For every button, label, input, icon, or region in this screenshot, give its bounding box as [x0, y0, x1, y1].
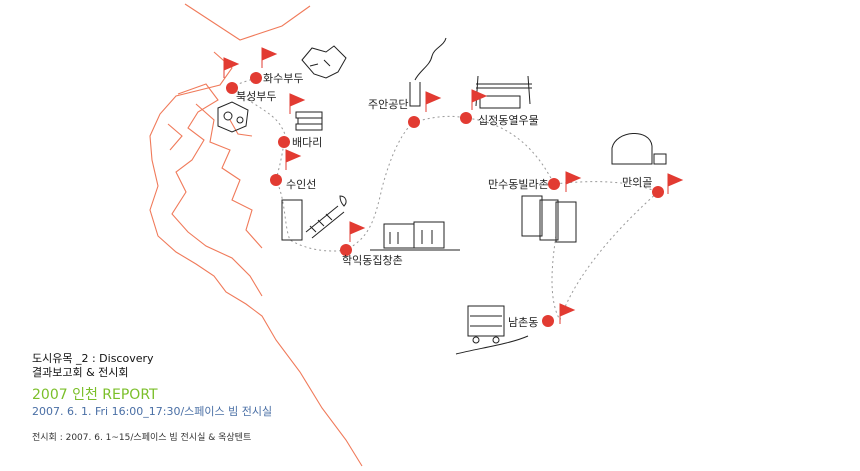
label-juan: 주안공단 — [368, 98, 408, 111]
flag-icon — [261, 47, 278, 68]
flag-icon — [223, 57, 240, 78]
label-haginjeong: 학익동집창촌 — [342, 254, 403, 267]
flag-icon — [667, 173, 684, 194]
flag-icon — [471, 89, 488, 110]
route-path — [231, 77, 659, 322]
marker-suinseon[interactable] — [270, 174, 282, 186]
flag-icon — [285, 149, 302, 170]
exhibition-info: 전시회 : 2007. 6. 1~15/스페이스 빔 전시실 & 옥상텐트 — [32, 433, 252, 443]
marker-namchon[interactable] — [542, 315, 554, 327]
flag-icon — [425, 91, 442, 112]
label-suinseon: 수인선 — [286, 178, 316, 191]
label-hwasu: 화수부두 — [263, 72, 303, 85]
flag-icon — [565, 171, 582, 192]
coastline — [149, 3, 363, 467]
flag-icon — [559, 303, 576, 324]
marker-sipjeong[interactable] — [460, 112, 472, 124]
label-manuigol: 만의골 — [622, 176, 652, 189]
flag-icon — [289, 93, 306, 114]
label-baedari: 배다리 — [292, 136, 322, 149]
place-labels: 화수부두 북성부두 배다리 수인선 학익동집창촌 주안공단 십정동열우물 만수동… — [236, 72, 652, 329]
flag-icon — [349, 221, 366, 242]
marker-juan[interactable] — [408, 116, 420, 128]
label-bukseong: 북성부두 — [236, 90, 276, 103]
label-sipjeong: 십정동열우물 — [478, 114, 539, 127]
marker-hwasu[interactable] — [250, 72, 262, 84]
event-title: 도시유목 _2 : Discovery — [32, 352, 154, 365]
label-namchon: 남촌동 — [508, 316, 538, 329]
event-date: 2007. 6. 1. Fri 16:00_17:30/스페이스 빔 전시실 — [32, 405, 273, 418]
report-title: 2007 인천 REPORT — [32, 387, 158, 403]
marker-haginjeong[interactable] — [340, 244, 352, 256]
marker-bukseong[interactable] — [226, 82, 238, 94]
label-mansu: 만수동빌라촌 — [488, 178, 549, 191]
marker-baedari[interactable] — [278, 136, 290, 148]
sketch-illustrations — [217, 37, 667, 355]
marker-manuigol[interactable] — [652, 186, 664, 198]
marker-mansu[interactable] — [548, 178, 560, 190]
flags — [223, 47, 684, 324]
event-subtitle: 결과보고회 & 전시회 — [32, 366, 129, 379]
markers — [226, 72, 664, 327]
